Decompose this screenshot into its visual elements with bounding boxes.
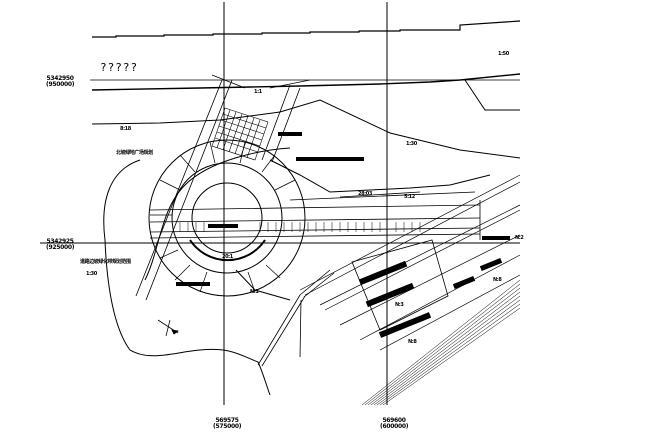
easting-value-2: 569600	[382, 417, 406, 424]
rail-hatch-bundle	[361, 279, 521, 406]
top-boundary-line	[92, 20, 521, 38]
north-arrow-icon	[157, 319, 179, 337]
label-bar-plaza-south	[176, 282, 210, 286]
plaza-arc-heavy	[189, 239, 266, 262]
northing-label-1: 5342950 (950000)	[46, 76, 74, 88]
annotation-rail-3: N:8	[493, 277, 502, 283]
northing-label-2: 5342925 (925000)	[46, 239, 74, 251]
annotation-right-mid: 1:30	[406, 141, 417, 147]
slope-line	[235, 269, 291, 301]
northing-value-1: 5342950	[46, 75, 74, 82]
label-bar-plaza-north	[278, 132, 302, 136]
annotation-top: 1:1	[254, 89, 262, 95]
label-bar-road-north	[296, 157, 364, 161]
label-bar-plaza-center	[208, 224, 238, 228]
road-grid-cells	[179, 222, 421, 232]
inner-contour	[144, 147, 291, 281]
site-boundary-line	[91, 73, 521, 91]
annotation-top-right: 1:50	[498, 51, 509, 57]
northing-local-1: (950000)	[46, 81, 75, 88]
ridge-contour	[269, 159, 491, 193]
plaza-inner-ring	[191, 182, 263, 254]
northing-value-2: 5342925	[46, 238, 74, 245]
diagonal-walkway	[135, 74, 311, 301]
access-road	[257, 269, 335, 367]
contour-line-upper	[91, 99, 521, 159]
main-road-strip	[149, 191, 481, 240]
annotation-west-3: 道路边坡绿化带规划范围	[80, 259, 131, 265]
easting-label-1: 569575 (575000)	[213, 418, 241, 430]
easting-local-2: (600000)	[380, 423, 409, 430]
drawing-title-placeholder: ?????	[100, 61, 139, 74]
annotation-west-2: 北坡绿地广场规划	[116, 150, 153, 156]
hill-outline	[103, 159, 271, 396]
station-label-bar	[482, 236, 510, 240]
annotation-plaza: 20:1	[222, 254, 233, 260]
grid-paving-area	[211, 107, 269, 161]
annotation-road-1: 28:03	[358, 191, 372, 197]
annotation-south: N:1	[250, 289, 259, 295]
station-platform-outline	[351, 239, 449, 331]
embankment-line	[464, 79, 520, 111]
plaza-outer-ring	[148, 139, 306, 297]
plaza-mid-ring	[171, 162, 283, 274]
annotation-rail-2: N:8	[408, 339, 417, 345]
easting-label-2: 569600 (600000)	[380, 418, 408, 430]
annotation-east: N:2	[515, 235, 524, 241]
annotation-west-4: 1:30	[86, 271, 97, 277]
railway-tracks	[299, 174, 521, 351]
annotation-west-1: 8:18	[120, 126, 131, 132]
northing-local-2: (925000)	[46, 244, 75, 251]
annotation-rail-1: N:3	[395, 302, 404, 308]
annotation-road-2: 5:12	[404, 194, 415, 200]
easting-local-1: (575000)	[213, 423, 242, 430]
easting-value-1: 569575	[215, 417, 239, 424]
